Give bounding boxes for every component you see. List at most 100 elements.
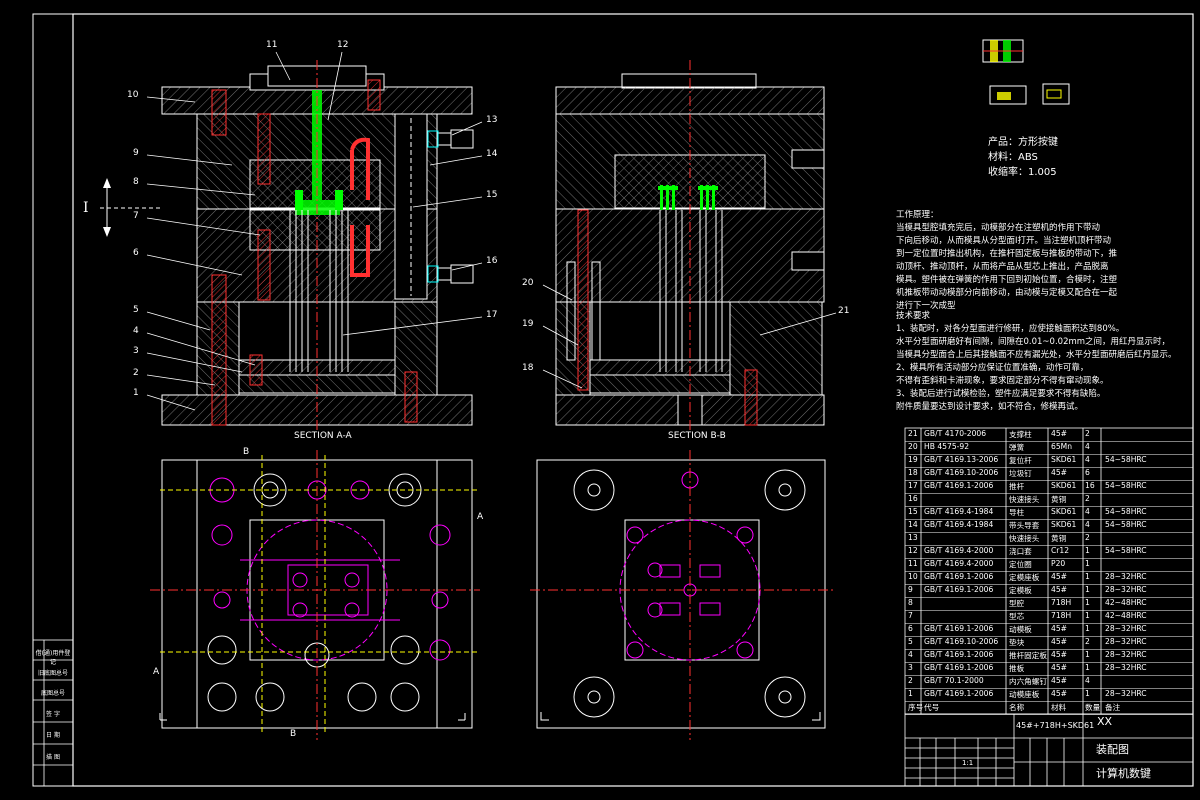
bom-cell-code: GB/T 4169.10-2006 bbox=[924, 468, 999, 477]
callout-1: 1 bbox=[133, 388, 139, 398]
bom-cell-name: 名称 bbox=[1009, 703, 1025, 712]
section-marker-a-left: A bbox=[153, 667, 160, 677]
bom-cell-qty: 4 bbox=[1085, 676, 1090, 685]
title-company: XX bbox=[1097, 715, 1113, 728]
bom-cell-no: 6 bbox=[908, 624, 913, 633]
bom-cell-qty: 4 bbox=[1085, 455, 1090, 464]
screw-cavity bbox=[257, 113, 271, 185]
screw-bottom-left bbox=[211, 274, 227, 426]
bom-cell-material: 718H bbox=[1051, 598, 1072, 607]
callout-6: 6 bbox=[133, 248, 139, 258]
bom-cell-qty: 2 bbox=[1085, 494, 1090, 503]
bom-cell-code: GB/T 4169.4-1984 bbox=[924, 520, 994, 529]
bom-cell-no: 12 bbox=[908, 546, 918, 555]
side-label-5: 日 期 bbox=[46, 732, 60, 739]
bom-cell-code: GB/T 4169.4-2000 bbox=[924, 559, 994, 568]
bom-cell-note: 54~58HRC bbox=[1105, 520, 1147, 529]
bom-cell-material: 45# bbox=[1051, 429, 1068, 438]
bom-cell-note: 28~32HRC bbox=[1105, 585, 1147, 594]
water-connector-13 bbox=[427, 129, 474, 149]
callout-2: 2 bbox=[133, 368, 139, 378]
bom-cell-name: 支撑柱 bbox=[1009, 430, 1032, 439]
bom-cell-no: 16 bbox=[908, 494, 918, 503]
section-marker-b-bottom: B bbox=[290, 729, 297, 739]
section-marker-a-right: A bbox=[477, 512, 484, 522]
bom-cell-no: 4 bbox=[908, 650, 913, 659]
plan-magenta-left bbox=[209, 477, 451, 661]
callout-11: 11 bbox=[266, 40, 278, 50]
working-line: 机推板带动动模部分向前移动，由动模与定模又配合在一起 bbox=[896, 288, 1118, 298]
product-shrinkage: 收缩率：1.005 bbox=[988, 167, 1057, 178]
side-label-2: 旧底图总号 bbox=[37, 670, 68, 677]
core-insert bbox=[249, 209, 381, 251]
bom-cell-qty: 1 bbox=[1085, 546, 1090, 555]
bom-cell-material: SKD61 bbox=[1051, 481, 1077, 490]
bom-cell-name: 动模座板 bbox=[1009, 690, 1040, 699]
callout-19: 19 bbox=[522, 319, 534, 329]
bom-cell-note: 54~58HRC bbox=[1105, 481, 1147, 490]
bom-cell-no: 17 bbox=[908, 481, 918, 490]
plan-holes-left bbox=[207, 473, 422, 712]
bom-cell-material: SKD61 bbox=[1051, 455, 1077, 464]
callout-9: 9 bbox=[133, 148, 139, 158]
bom-cell-no: 21 bbox=[908, 429, 918, 438]
screw-ring bbox=[367, 79, 381, 111]
part-thumbnails bbox=[982, 39, 1070, 105]
callout-14: 14 bbox=[486, 149, 498, 159]
bb-ejector-plate bbox=[589, 374, 731, 394]
bom-cell-material: 黄铜 bbox=[1051, 534, 1067, 543]
callout-7: 7 bbox=[133, 211, 139, 221]
bb-gates bbox=[658, 185, 718, 210]
side-register bbox=[32, 639, 74, 787]
gate-right bbox=[335, 190, 343, 210]
bom-cell-no: 2 bbox=[908, 676, 913, 685]
tech-req-line: 不得有歪斜和卡滞现象，要求固定部分不得有窜动现象。 bbox=[896, 376, 1109, 386]
bom-cell-note: 54~58HRC bbox=[1105, 507, 1147, 516]
bom-cell-note: 42~48HRC bbox=[1105, 611, 1147, 620]
bom-cell-material: 45# bbox=[1051, 676, 1068, 685]
bom-cell-no: 13 bbox=[908, 533, 918, 542]
bom-cell-material: 45# bbox=[1051, 585, 1068, 594]
bom-cell-code: GB/T 4169.13-2006 bbox=[924, 455, 999, 464]
bom-cell-no: 14 bbox=[908, 520, 918, 529]
callout-17: 17 bbox=[486, 310, 498, 320]
bom-cell-material: Cr12 bbox=[1051, 546, 1070, 555]
bom-cell-qty: 4 bbox=[1085, 507, 1090, 516]
parting-line-label: I bbox=[83, 200, 89, 216]
title-material: 45#+718H+SKD61 bbox=[1016, 721, 1095, 730]
bom-cell-qty: 1 bbox=[1085, 689, 1090, 698]
callout-13: 13 bbox=[486, 115, 498, 125]
bom-cell-name: 垃圾钉 bbox=[1009, 469, 1032, 478]
bb-screw bbox=[744, 369, 758, 426]
side-label-3: 底图总号 bbox=[40, 690, 65, 697]
callout-18: 18 bbox=[522, 363, 534, 373]
bom-cell-code: 代号 bbox=[924, 703, 940, 712]
bom-cell-name: 浇口套 bbox=[1009, 547, 1032, 556]
bom-cell-no: 7 bbox=[908, 611, 913, 620]
bom-cell-note: 54~58HRC bbox=[1105, 546, 1147, 555]
bom-cell-no: 序号 bbox=[908, 703, 924, 712]
bom-cell-material: P20 bbox=[1051, 559, 1066, 568]
bom-cell-code: GB/T 4169.1-2006 bbox=[924, 663, 994, 672]
section-marker-b-top: B bbox=[243, 447, 250, 457]
callout-10: 10 bbox=[127, 90, 139, 100]
working-line: 当模具型腔填充完后，动模部分在注塑机的作用下带动 bbox=[896, 223, 1101, 233]
bom-cell-name: 内六角螺钉 bbox=[1009, 677, 1047, 686]
gate-left bbox=[295, 190, 303, 210]
working-line: 动顶杆、推动顶杆，从而将产品从型芯上推出，产品脱离 bbox=[896, 262, 1109, 272]
bom-cell-qty: 数量 bbox=[1085, 703, 1101, 712]
bom-cell-material: 45# bbox=[1051, 650, 1068, 659]
bom-cell-qty: 2 bbox=[1085, 533, 1090, 542]
bom-cell-material: SKD61 bbox=[1051, 507, 1077, 516]
